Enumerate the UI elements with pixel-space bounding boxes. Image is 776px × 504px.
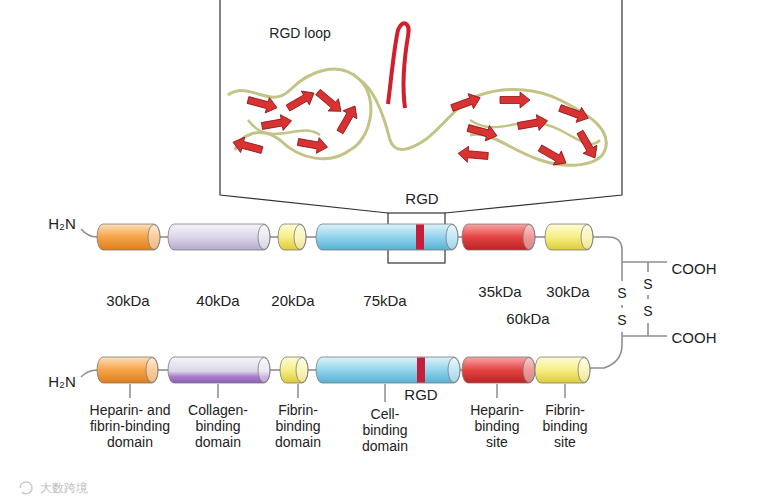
cylinder-face [523,358,535,383]
disulfide-line [622,262,667,336]
backbone-link [535,236,545,238]
n-terminus-line [81,370,97,377]
domain-cylinder: 40kDa [168,224,270,250]
backbone-link [458,236,462,238]
leader-line [130,384,565,402]
diagram-label: S [617,313,626,327]
diagram-label: S [617,286,626,300]
cylinder-shape [278,224,306,250]
diagram-label: 60kDa [506,311,549,326]
cylinder-face [523,225,535,250]
domain-label: 30kDa [98,292,158,309]
diagram-label: COOH [672,330,717,345]
cylinder-body [278,224,306,250]
watermark: 大数跨境 [40,482,88,494]
cylinder-face [294,225,306,250]
domain-cylinder: 30kDa [545,224,593,250]
cylinder-shape [316,224,458,250]
domain-label: 20kDa [263,292,323,309]
domain-label: Cell- binding domain [354,406,416,454]
cylinder-face [146,358,158,383]
diagram-label: RGD [405,191,438,206]
cylinder-body [97,357,158,383]
backbone-link [308,369,316,371]
domain-label: Fibrin- binding domain [267,402,329,450]
cylinder-shape [545,224,593,250]
cylinder-shape [168,357,270,383]
cylinder-body [168,357,270,383]
domain-label: Collagen- binding domain [180,402,256,450]
cylinder-shape [97,357,158,383]
cylinder-face [148,225,160,250]
domain-label: Heparin- and fibrin-binding domain [77,402,183,450]
diagram-label: H₂N [48,374,76,389]
domain-cylinder: Heparin- and fibrin-binding domain [97,357,158,383]
rgd-band [416,225,424,250]
cylinder-body [545,224,593,250]
domain-cylinder: 30kDa [97,224,160,250]
cylinder-shape [168,224,270,250]
domain-label: Fibrin- binding site [534,402,596,450]
domain-cylinder: 35kDa [462,224,535,250]
cylinder-face [258,358,270,383]
backbone-link [158,369,168,371]
cylinder-shape [97,224,160,250]
diagram-label: S [643,277,652,291]
diagram-label: RGD [404,387,437,402]
backbone-link [160,236,168,238]
domain-label: 75kDa [355,292,415,309]
domain-label: 30kDa [538,283,598,300]
domain-cylinder: Collagen- binding domain [168,357,270,383]
protein-structure [228,23,606,170]
watermark-logo [20,482,32,494]
diagram-label: H₂N [48,216,76,231]
cylinder-shape [535,357,590,383]
domain-cylinder: 75kDa [316,224,458,250]
backbone-link [270,369,280,371]
cylinder-body [280,357,308,383]
diagram-label: COOH [672,261,717,276]
cylinder-body [316,357,460,383]
rgd-band [417,358,425,383]
zoom-line [220,0,622,213]
cylinder-shape [462,224,535,250]
cylinder-body [462,357,535,383]
cylinder-body [316,224,458,250]
cylinder-body [97,224,160,250]
diagram-label: RGD loop [269,26,330,40]
domain-label: 35kDa [470,283,530,300]
domain-cylinder: 20kDa [278,224,306,250]
cylinder-face [581,225,593,250]
domain-cylinder: Fibrin- binding site [535,357,590,383]
cylinder-shape [280,357,308,383]
domain-cylinder: Fibrin- binding domain [280,357,308,383]
backbone-link [270,236,278,238]
backbone-link [306,236,316,238]
domain-cylinder: Cell- binding domain [316,357,460,383]
cylinder-shape [316,357,460,383]
cylinder-body [462,224,535,250]
n-terminus-line [81,229,97,237]
cylinder-face [446,225,458,250]
cylinder-body [535,357,590,383]
domain-label: Heparin- binding site [465,402,529,450]
cylinder-face [258,225,270,250]
cylinder-face [448,358,460,383]
chain-end [81,229,667,377]
cylinder-face [578,358,590,383]
domain-cylinder: Heparin- binding site [462,357,535,383]
cylinder-body [168,224,270,250]
cylinder-face [296,358,308,383]
cylinder-shape [462,357,535,383]
diagram-label: S [643,304,652,318]
disulfide-line [590,237,622,368]
domain-label: 40kDa [188,292,248,309]
